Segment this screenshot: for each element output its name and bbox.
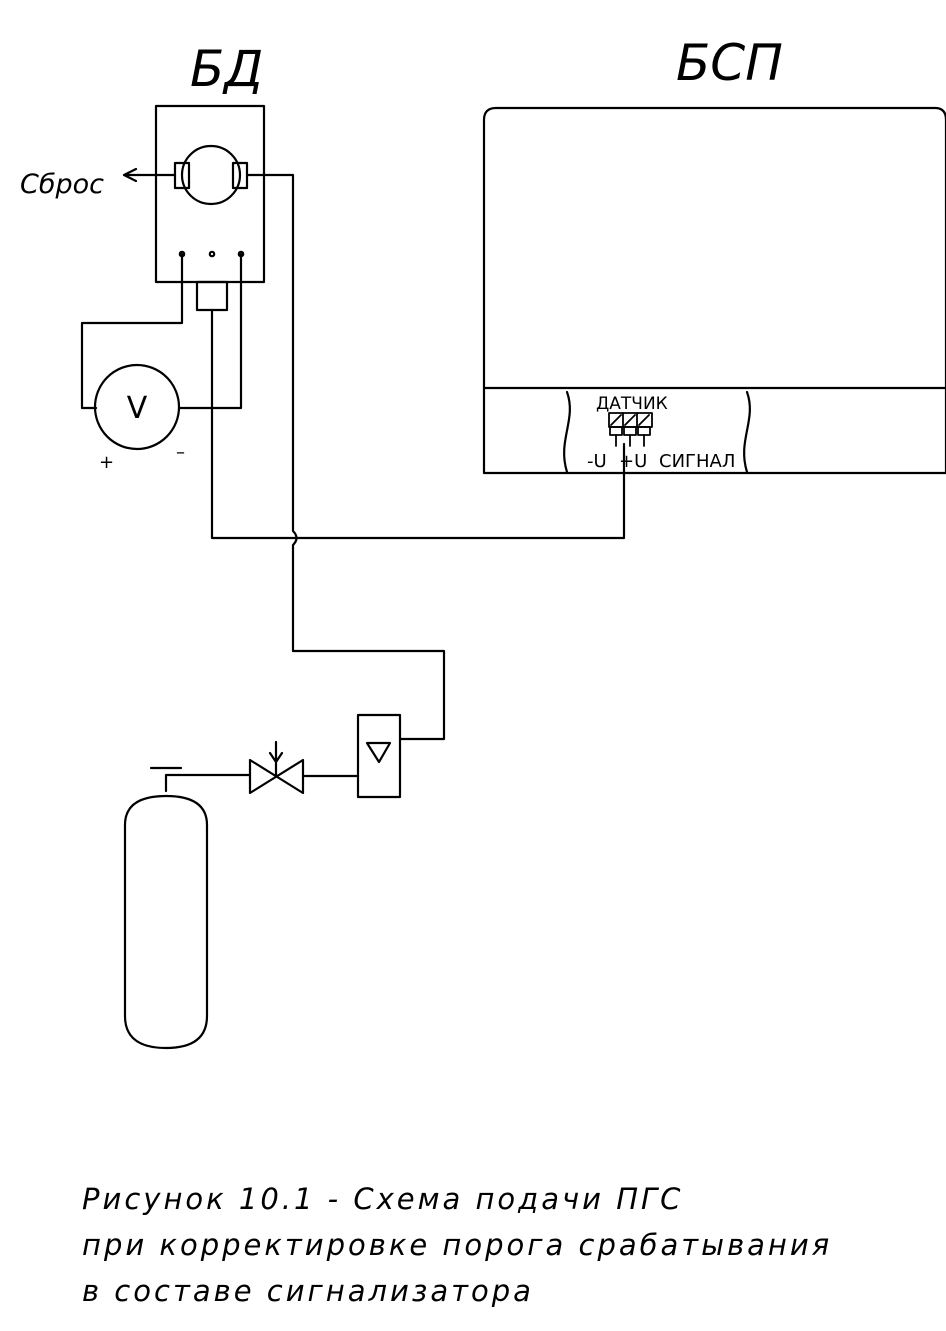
caption-line-1: Рисунок 10.1 - Схема подачи ПГС: [82, 1182, 684, 1216]
valve-icon: [248, 740, 305, 795]
terminal-middle: [208, 250, 216, 258]
signal-label: СИГНАЛ: [659, 451, 735, 472]
break-line-left: [563, 390, 571, 474]
reset-label: Сброс: [20, 169, 104, 200]
pipe-to-valve: [164, 773, 252, 793]
break-line-right: [743, 390, 751, 474]
sensor-label: ДАТЧИК: [596, 394, 668, 414]
voltmeter-wire-minus: [177, 252, 243, 410]
pump-icon: [180, 144, 242, 206]
minus-label: –: [176, 442, 185, 463]
sensor-connector: [195, 280, 229, 312]
flow-meter: [356, 713, 402, 799]
plus-label: +: [99, 452, 114, 473]
bd-label: БД: [190, 40, 263, 98]
signal-wire: [210, 308, 626, 540]
gas-line: [245, 173, 446, 741]
figure-caption: Рисунок 10.1 - Схема подачи ПГС при корр…: [82, 1176, 922, 1314]
sensor-terminal-block: [608, 412, 653, 447]
minus-u-label: -U: [587, 451, 607, 472]
bsp-unit: [482, 106, 946, 475]
reset-arrow-icon: [122, 167, 177, 183]
bsp-label: БСП: [676, 34, 783, 92]
voltmeter-icon: [93, 363, 181, 451]
voltmeter-label: V: [127, 391, 148, 426]
flow-meter-float-icon: [365, 741, 392, 764]
caption-line-3: в составе сигнализатора: [82, 1274, 534, 1308]
gas-cylinder: [123, 794, 209, 1050]
voltmeter-wire-plus: [80, 252, 184, 410]
caption-line-2: при корректировке порога срабатывания: [82, 1228, 833, 1262]
plus-u-label: +U: [619, 451, 647, 472]
